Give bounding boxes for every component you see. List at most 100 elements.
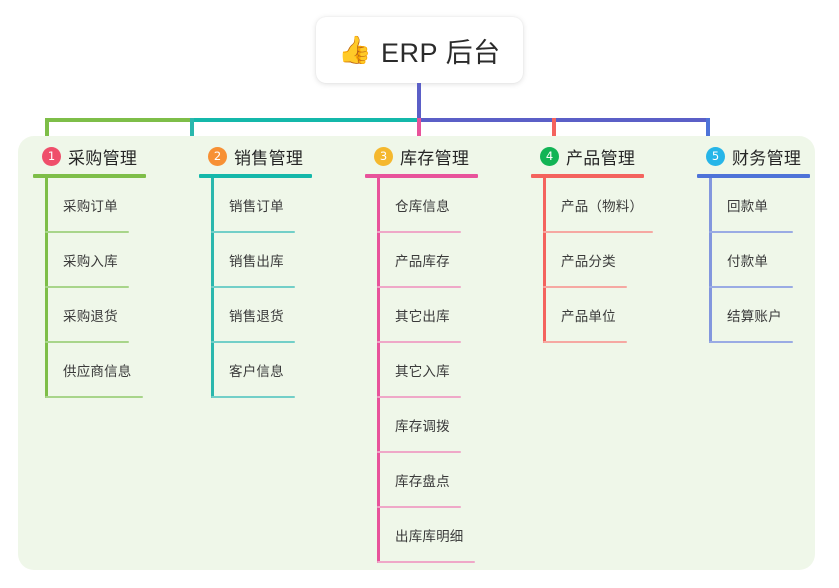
leaf-item-label: 回款单 (727, 199, 769, 214)
branch-column-3: 3 库存管理仓库信息产品库存其它出库其它入库库存调拨库存盘点出库库明细 (365, 143, 478, 563)
leaf-item-rule (211, 341, 295, 343)
branch-spine (709, 178, 712, 343)
leaf-item[interactable]: 库存盘点 (365, 453, 478, 508)
branch-header-1[interactable]: 1 采购管理 (33, 143, 146, 169)
bar-segment-indigo (417, 118, 710, 122)
branch-number-badge: 1 (42, 146, 61, 166)
leaf-item-label: 仓库信息 (395, 199, 450, 214)
leaf-item-label: 付款单 (727, 254, 769, 269)
branch-title: 产品管理 (566, 148, 636, 168)
leaf-item-rule (45, 231, 129, 233)
leaf-item-rule (211, 396, 295, 398)
leaf-item[interactable]: 结算账户 (697, 288, 810, 343)
branch-header-4[interactable]: 4 产品管理 (531, 143, 644, 169)
leaf-item[interactable]: 采购订单 (33, 178, 146, 233)
leaf-item-label: 销售出库 (229, 254, 284, 269)
leaf-item-label: 其它入库 (395, 364, 450, 379)
branch-header-rule (531, 174, 644, 178)
leaf-item-label: 出库库明细 (395, 529, 464, 544)
leaf-item[interactable]: 销售订单 (199, 178, 312, 233)
leaf-item[interactable]: 库存调拨 (365, 398, 478, 453)
leaf-item-rule (45, 286, 129, 288)
leaf-item-label: 产品单位 (561, 309, 616, 324)
leaf-item[interactable]: 其它入库 (365, 343, 478, 398)
leaf-item-rule (543, 286, 627, 288)
leaf-item-label: 采购退货 (63, 309, 118, 324)
leaf-item[interactable]: 供应商信息 (33, 343, 146, 398)
leaf-item-label: 销售订单 (229, 199, 284, 214)
branch-column-4: 4 产品管理产品（物料） 产品分类产品单位 (531, 143, 653, 343)
leaf-item-rule (45, 396, 143, 398)
leaf-item[interactable]: 产品单位 (531, 288, 644, 343)
leaf-item-label: 采购入库 (63, 254, 118, 269)
leaf-item-label: 其它出库 (395, 309, 450, 324)
bar-segment-green (45, 118, 192, 122)
leaf-item[interactable]: 付款单 (697, 233, 810, 288)
leaf-item[interactable]: 销售出库 (199, 233, 312, 288)
leaf-item[interactable]: 客户信息 (199, 343, 312, 398)
leaf-item-rule (211, 231, 295, 233)
branch-number-badge: 4 (540, 146, 559, 166)
leaf-item-rule (377, 286, 461, 288)
leaf-item-label: 采购订单 (63, 199, 118, 214)
trunk-connector (417, 83, 421, 121)
leaf-item-rule (377, 231, 461, 233)
leaf-item-label: 产品（物料） (561, 199, 644, 214)
branch-spine (45, 178, 48, 398)
branch-number-badge: 3 (374, 146, 393, 166)
branch-title: 财务管理 (732, 148, 802, 168)
leaf-item-rule (709, 286, 793, 288)
branch-title: 采购管理 (68, 148, 138, 168)
leaf-item-label: 客户信息 (229, 364, 284, 379)
root-node[interactable]: 👍 ERP 后台 (316, 17, 523, 83)
branch-header-3[interactable]: 3 库存管理 (365, 143, 478, 169)
branch-header-rule (33, 174, 146, 178)
leaf-item-label: 供应商信息 (63, 364, 132, 379)
leaf-item[interactable]: 产品（物料） (531, 178, 653, 233)
branch-header-5[interactable]: 5 财务管理 (697, 143, 810, 169)
leaf-item[interactable]: 销售退货 (199, 288, 312, 343)
branch-header-rule (199, 174, 312, 178)
leaf-item[interactable]: 出库库明细 (365, 508, 478, 563)
leaf-item[interactable]: 回款单 (697, 178, 810, 233)
leaf-item-rule (377, 341, 461, 343)
leaf-item-rule (377, 451, 461, 453)
branch-spine (211, 178, 214, 398)
branch-column-5: 5 财务管理回款单付款单结算账户 (697, 143, 810, 343)
branch-column-1: 1 采购管理采购订单采购入库采购退货供应商信息 (33, 143, 146, 398)
leaf-item-rule (377, 506, 461, 508)
content-panel (18, 136, 815, 570)
leaf-item-label: 产品库存 (395, 254, 450, 269)
leaf-item-rule (543, 341, 627, 343)
leaf-item-rule (377, 396, 461, 398)
leaf-item-label: 库存盘点 (395, 474, 450, 489)
branch-header-rule (365, 174, 478, 178)
leaf-item-rule (377, 561, 475, 563)
leaf-item-rule (709, 341, 793, 343)
branch-number-badge: 2 (208, 146, 227, 166)
leaf-item-rule (709, 231, 793, 233)
branch-number-badge: 5 (706, 146, 725, 166)
leaf-item-label: 库存调拨 (395, 419, 450, 434)
leaf-item[interactable]: 产品库存 (365, 233, 478, 288)
leaf-item[interactable]: 其它出库 (365, 288, 478, 343)
leaf-list: 采购订单采购入库采购退货供应商信息 (33, 178, 146, 398)
leaf-list: 仓库信息产品库存其它出库其它入库库存调拨库存盘点出库库明细 (365, 178, 478, 563)
bar-segment-teal (190, 118, 419, 122)
leaf-item[interactable]: 仓库信息 (365, 178, 478, 233)
thumbs-up-icon: 👍 (338, 34, 373, 65)
leaf-item-label: 销售退货 (229, 309, 284, 324)
leaf-item[interactable]: 采购入库 (33, 233, 146, 288)
leaf-item[interactable]: 产品分类 (531, 233, 644, 288)
leaf-item[interactable]: 采购退货 (33, 288, 146, 343)
leaf-item-rule (211, 286, 295, 288)
branch-spine (377, 178, 380, 563)
leaf-item-rule (543, 231, 653, 233)
leaf-item-label: 产品分类 (561, 254, 616, 269)
branch-title: 库存管理 (400, 148, 470, 168)
root-node-title: ERP 后台 (381, 37, 501, 68)
leaf-list: 产品（物料） 产品分类产品单位 (531, 178, 653, 343)
